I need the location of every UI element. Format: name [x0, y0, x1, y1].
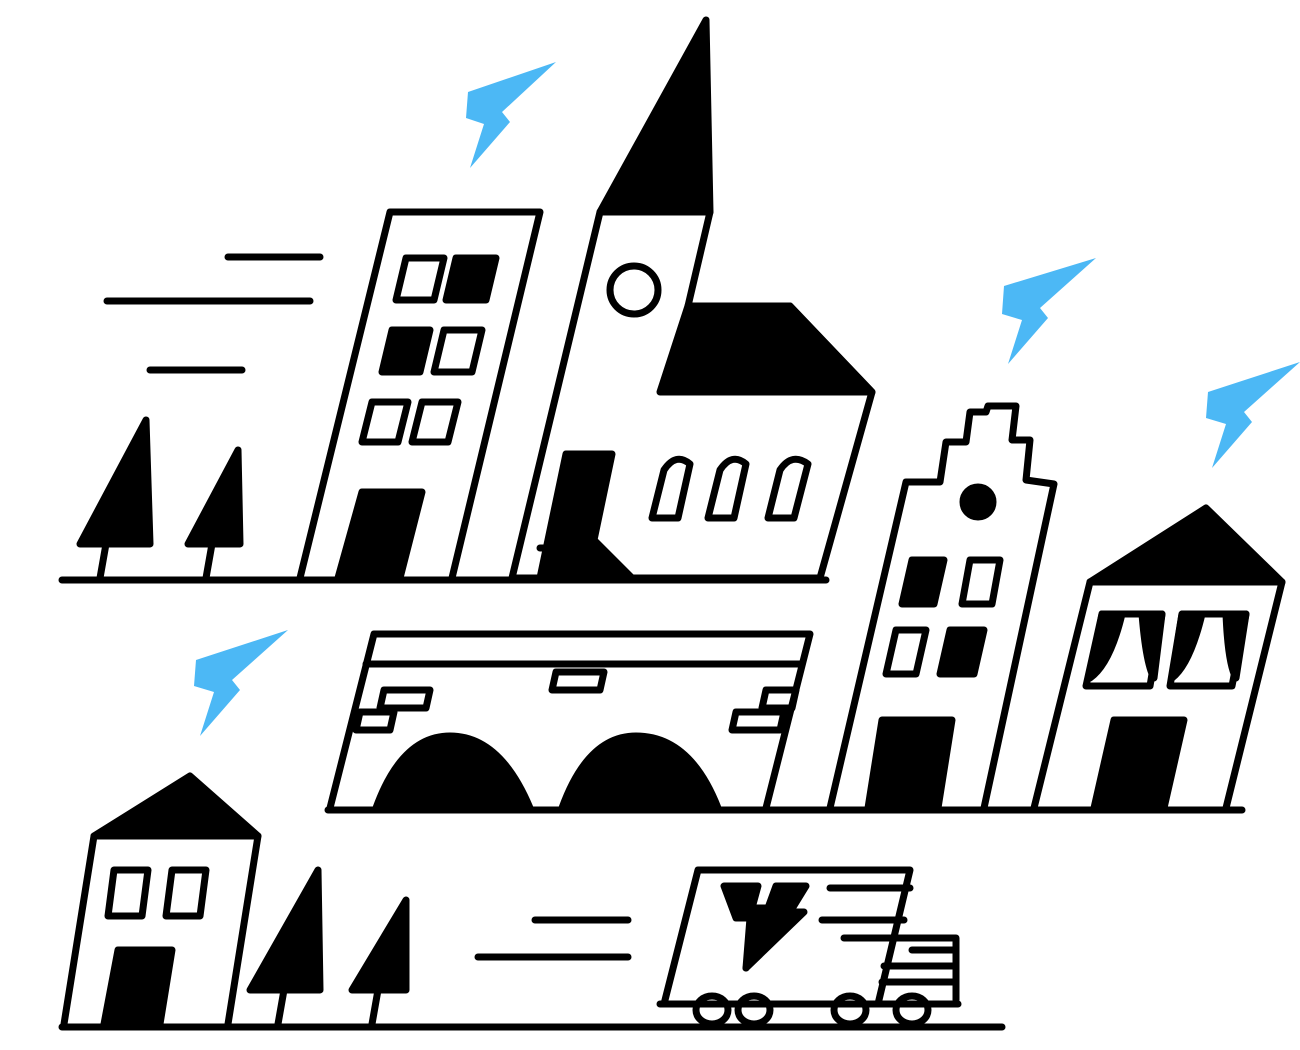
- door: [1090, 716, 1188, 812]
- house-roof: [1086, 504, 1286, 586]
- arched-window: [648, 455, 812, 522]
- bricks: [352, 668, 800, 734]
- gable-house: [826, 402, 1058, 812]
- truck-wheel: [692, 992, 732, 1028]
- round-window: [959, 483, 997, 521]
- church: [508, 16, 876, 582]
- truck-wheel: [734, 992, 774, 1028]
- bridge: [326, 630, 814, 812]
- speed-lines-top: [103, 253, 324, 374]
- lightning-bolt-icon: [1206, 362, 1300, 468]
- house-roof: [90, 772, 262, 840]
- apartment-building: [296, 208, 544, 582]
- church-roof: [656, 302, 876, 396]
- steeple: [596, 16, 714, 216]
- door: [334, 488, 426, 582]
- truck-wheel: [830, 992, 870, 1028]
- truck-wheel: [892, 992, 932, 1028]
- lightning-bolt-icon: [466, 62, 556, 168]
- speed-lines-bottom: [474, 916, 632, 961]
- window: [882, 556, 1004, 678]
- tree: [76, 416, 154, 582]
- curtain-house: [1030, 504, 1286, 812]
- lightning-bolt-icon: [1002, 258, 1096, 364]
- tree: [246, 866, 324, 1028]
- door: [100, 946, 176, 1028]
- lightning-bolt-icons: [194, 62, 1300, 736]
- window: [104, 866, 210, 920]
- delivery-truck: [656, 866, 962, 1028]
- tree: [184, 446, 244, 582]
- tree: [348, 896, 410, 1028]
- clock-window: [606, 262, 662, 318]
- window: [358, 254, 500, 446]
- curtained-window: [1082, 610, 1250, 690]
- small-house: [60, 772, 262, 1028]
- door: [864, 716, 956, 812]
- lightning-bolt-icon: [194, 630, 288, 736]
- truck-grille: [878, 946, 960, 986]
